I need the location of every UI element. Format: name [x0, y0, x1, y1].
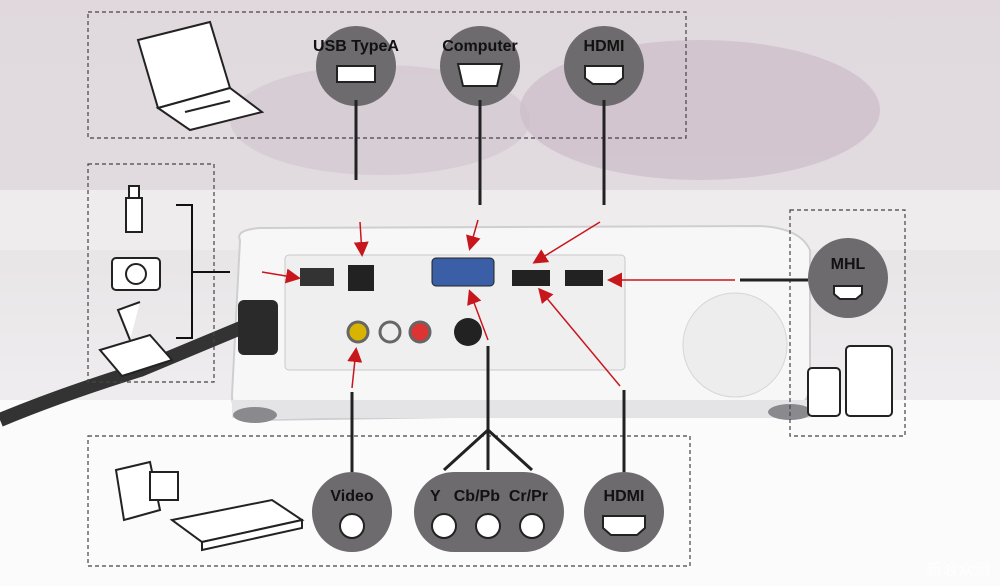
hdmi-port-1 — [512, 270, 550, 286]
component-label: Y Cb/Pb Cr/Pr — [430, 488, 548, 505]
group-box-right — [789, 209, 906, 437]
audio-jack-red — [408, 320, 432, 344]
audio-jack-white — [378, 320, 402, 344]
hdmi-bottom-port-icon — [602, 515, 646, 536]
hdmi-port-2 — [565, 270, 603, 286]
power-plug — [238, 300, 278, 355]
projector — [0, 224, 812, 427]
group-box-bottom — [87, 435, 691, 567]
group-box-top — [87, 11, 687, 139]
computer-label: Computer — [442, 38, 518, 55]
video-bubble — [312, 472, 392, 552]
arrow-hdmi-bottom — [538, 287, 621, 387]
arrow-usb — [353, 221, 369, 257]
dvd-player-icon — [169, 498, 305, 552]
component-cable — [442, 346, 534, 472]
arrow-vga — [466, 219, 481, 251]
cb-pb-rca-icon — [475, 513, 501, 539]
vga-port — [431, 257, 495, 287]
camcorder-icon — [114, 460, 179, 522]
usb-typea-label: USB TypeA — [313, 38, 399, 55]
hdmi-bottom-label: HDMI — [603, 488, 645, 505]
arrow-hdmi-top — [532, 221, 601, 264]
phone-icon — [807, 367, 841, 417]
usb-typea-port-icon — [336, 65, 376, 83]
usb-port — [300, 268, 334, 286]
usb-b-port — [348, 265, 374, 291]
mhl-label: MHL — [830, 256, 866, 273]
speaker-grille — [682, 292, 788, 398]
mhl-port-icon — [833, 285, 863, 300]
laptop-icon — [136, 20, 265, 132]
watermark-text: 新浪众测 — [925, 560, 990, 579]
hdmi-bottom-bubble — [584, 472, 664, 552]
lens-sensor — [454, 318, 482, 346]
arrow-component — [467, 289, 489, 341]
document-camera-icon — [98, 301, 174, 378]
y-rca-icon — [431, 513, 457, 539]
hdmi-port-icon — [584, 65, 624, 85]
video-rca-icon — [339, 513, 365, 539]
arrow-video — [347, 347, 363, 389]
vga-port-icon — [456, 63, 504, 87]
mhl-bubble — [808, 238, 888, 318]
hdmi-top-label: HDMI — [583, 38, 625, 55]
usb-stick-icon — [125, 185, 143, 233]
tablet-icon — [845, 345, 893, 417]
video-label: Video — [330, 488, 374, 505]
video-jack — [346, 320, 370, 344]
component-bubble — [414, 472, 564, 552]
arrow-left-group — [261, 268, 301, 284]
camera-icon — [111, 257, 161, 291]
cr-pr-rca-icon — [519, 513, 545, 539]
